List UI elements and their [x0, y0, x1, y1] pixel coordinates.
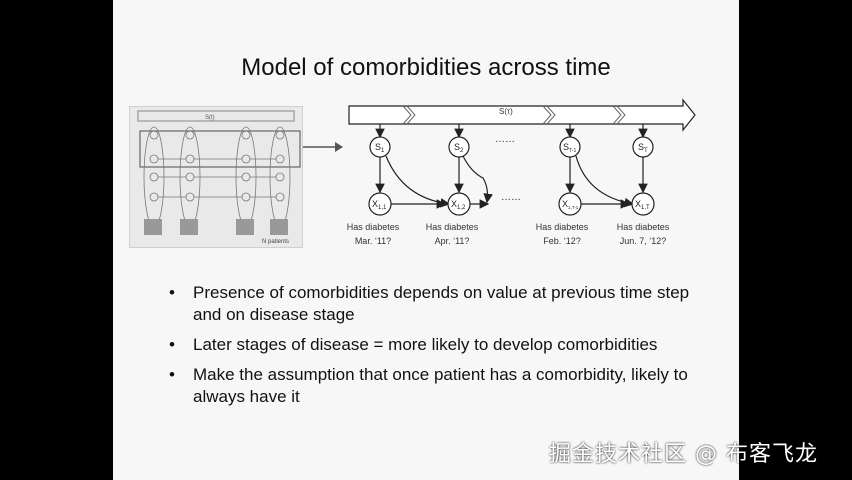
svg-text:ST-1: ST-1 [563, 142, 576, 154]
bullet-item: •Later stages of disease = more likely t… [169, 335, 658, 354]
observation-caption: Feb. ‘12? [543, 236, 581, 246]
stage-node: ST-1 [559, 136, 581, 158]
thumb-patients-label: N patients [262, 239, 289, 245]
observation-ellipsis: …… [501, 192, 521, 203]
stage-node: S1 [369, 136, 391, 158]
zoom-arrow-icon [303, 142, 343, 152]
svg-text:X1,2: X1,2 [451, 199, 466, 211]
timeline-label: S(τ) [499, 107, 513, 116]
observation-node: X1,2 [447, 192, 471, 216]
watermark: 掘金技术社区 @ 布客飞龙 [549, 442, 818, 467]
observation-node: X1,T-1 [558, 192, 582, 216]
observation-caption: Has diabetes [426, 222, 479, 232]
observation-caption: Apr. ‘11? [435, 236, 470, 246]
observation-caption: Mar. ‘11? [355, 236, 391, 246]
bullet-dot-icon: • [169, 283, 175, 302]
observation-captions: Has diabetes Mar. ‘11? Has diabetes Apr.… [347, 222, 670, 246]
stage-node: S2 [448, 136, 470, 158]
stage-to-observation-edges [375, 155, 648, 208]
observation-caption: Has diabetes [617, 222, 670, 232]
svg-text:X1,T-1: X1,T-1 [562, 199, 579, 210]
observation-caption: Jun. 7, ‘12? [620, 236, 667, 246]
observation-caption: Has diabetes [347, 222, 400, 232]
thumb-columns [143, 126, 291, 228]
slide: Model of comorbidities across time S(t) … [113, 0, 739, 480]
comorbidity-model-diagram: S(τ) S1 S2 ST-1 ST …… [347, 98, 696, 246]
timeline-to-stage-edges [375, 124, 648, 139]
thumb-timeline [137, 110, 295, 122]
svg-text:X1,T: X1,T [635, 199, 650, 211]
stage-ellipsis: …… [495, 134, 515, 145]
svg-text:X1,1: X1,1 [372, 199, 387, 211]
stage-node: ST [632, 136, 654, 158]
bullet-dot-icon: • [169, 335, 175, 354]
slide-title: Model of comorbidities across time [241, 54, 611, 81]
bullet-item: •Presence of comorbidities depends on va… [169, 283, 690, 324]
observation-node: X1,T [631, 192, 655, 216]
bullet-item: •Make the assumption that once patient h… [169, 365, 688, 406]
thumb-highlight-box [139, 130, 301, 168]
observation-node: X1,1 [368, 192, 392, 216]
svg-text:S1: S1 [375, 142, 385, 154]
thumb-stage-label: S(t) [205, 115, 215, 121]
svg-text:S2: S2 [454, 142, 464, 154]
bullet-list: •Presence of comorbidities depends on va… [169, 282, 709, 416]
observation-caption: Has diabetes [536, 222, 589, 232]
timeline-arrow [348, 98, 696, 132]
bullet-dot-icon: • [169, 365, 175, 384]
svg-text:ST: ST [638, 142, 648, 154]
thumb-document-icons [144, 219, 288, 235]
model-thumbnail: S(t) N patients [129, 106, 303, 248]
timeline-chevrons [402, 105, 626, 125]
